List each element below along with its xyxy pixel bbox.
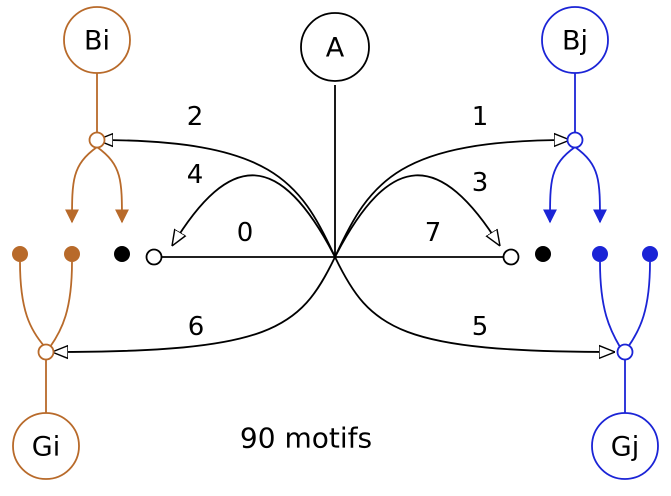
- edge-5: [334, 256, 615, 352]
- blue-dot-outer: [642, 246, 658, 262]
- edge-label-3: 3: [472, 168, 489, 198]
- bj-branch-right: [574, 146, 607, 224]
- central-edges: [52, 85, 615, 352]
- orange-dot-inner: [64, 246, 80, 262]
- node-a-circle: [300, 12, 370, 82]
- gj-branch-left: [599, 261, 621, 348]
- left-structure: [19, 73, 129, 413]
- black-dot-right: [535, 246, 551, 262]
- node-bj-circle: [541, 6, 609, 74]
- open-node-right: [502, 248, 520, 266]
- edge-label-1: 1: [472, 102, 489, 132]
- gi-branch-left: [19, 261, 46, 348]
- gj-junction: [616, 343, 634, 361]
- gi-junction: [37, 343, 55, 361]
- gi-branch-right: [49, 261, 73, 348]
- edge-6: [52, 256, 336, 352]
- bj-junction: [566, 131, 584, 149]
- node-gj-label: Gj: [611, 432, 639, 463]
- edge-label-2: 2: [187, 102, 204, 132]
- edge-3: [334, 174, 500, 258]
- caption: 90 motifs: [240, 422, 372, 455]
- node-bi-label: Bi: [84, 26, 110, 57]
- node-a-label: A: [326, 33, 345, 64]
- edge-labels: 2 1 4 3 0 7 6 5: [187, 102, 489, 342]
- node-a: A: [300, 12, 370, 82]
- edge-1: [334, 140, 570, 258]
- edge-label-7: 7: [425, 218, 442, 248]
- open-node-left: [145, 248, 163, 266]
- edge-4: [172, 174, 336, 258]
- node-bj: Bj: [541, 6, 609, 74]
- edge-label-4: 4: [187, 160, 204, 190]
- black-dot-left: [114, 246, 130, 262]
- right-structure: [543, 73, 651, 413]
- small-nodes: [12, 131, 658, 361]
- orange-dot-outer: [12, 246, 28, 262]
- blue-dot-inner: [592, 246, 608, 262]
- node-bi: Bi: [63, 6, 131, 74]
- bj-branch-left: [543, 146, 576, 224]
- node-bj-label: Bj: [562, 26, 588, 57]
- node-gi-label: Gi: [32, 432, 60, 463]
- node-gi-circle: [12, 412, 80, 480]
- node-bi-circle: [63, 6, 131, 74]
- bi-branch-right: [96, 146, 129, 224]
- gj-branch-right: [627, 261, 651, 348]
- edge-label-6: 6: [188, 312, 205, 342]
- edge-label-5: 5: [472, 312, 489, 342]
- bi-junction: [88, 131, 106, 149]
- edge-2: [97, 140, 336, 258]
- edge-label-0: 0: [237, 218, 254, 248]
- node-gj-circle: [591, 412, 659, 480]
- node-gi: Gi: [12, 412, 80, 480]
- node-gj: Gj: [591, 412, 659, 480]
- bi-branch-left: [65, 146, 98, 224]
